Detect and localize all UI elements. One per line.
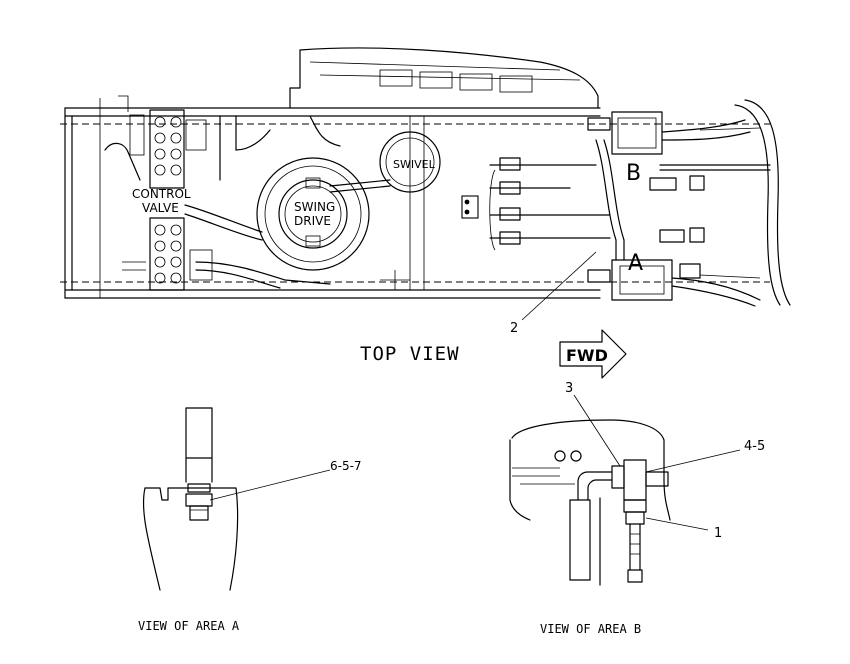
control-valve-label-line1: CONTROL — [132, 187, 191, 201]
view-area-b-caption: VIEW OF AREA B — [540, 622, 641, 636]
callout-1: 1 — [714, 526, 722, 541]
swing-drive-label-line1: SWING — [294, 200, 335, 214]
swivel-label: SWIVEL — [393, 158, 436, 171]
fwd-label: FWD — [566, 346, 608, 365]
leader-line-1 — [645, 517, 709, 531]
area-a-label: A — [628, 251, 643, 276]
leader-line-4-5 — [645, 449, 741, 473]
control-valve-ports — [154, 116, 182, 284]
top-view-drawing — [60, 47, 791, 307]
callout-2: 2 — [510, 321, 518, 336]
top-view-title: TOP VIEW — [360, 343, 460, 365]
top-view-labels: CONTROL VALVE SWING DRIVE SWIVEL B A — [132, 158, 643, 276]
area-b-label: B — [626, 161, 641, 186]
valve-group-b — [587, 111, 771, 191]
swivel — [379, 131, 441, 193]
view-area-a-caption: VIEW OF AREA A — [138, 619, 240, 633]
swing-drive-label-line2: DRIVE — [294, 214, 331, 228]
fwd-arrow: FWD — [559, 329, 627, 379]
callout-3: 3 — [565, 381, 573, 396]
leader-line-2 — [521, 251, 597, 321]
callout-4-5: 4-5 — [744, 439, 765, 454]
callout-6-5-7: 6-5-7 — [330, 459, 362, 473]
view-area-a-drawing — [142, 407, 239, 591]
leader-line-6-5-7 — [209, 469, 331, 501]
valve-group-a — [587, 227, 761, 307]
view-area-b-drawing — [509, 419, 671, 586]
swing-drive — [256, 157, 370, 271]
leader-line-3 — [573, 394, 621, 467]
control-valve-label-line2: VALVE — [142, 201, 179, 215]
